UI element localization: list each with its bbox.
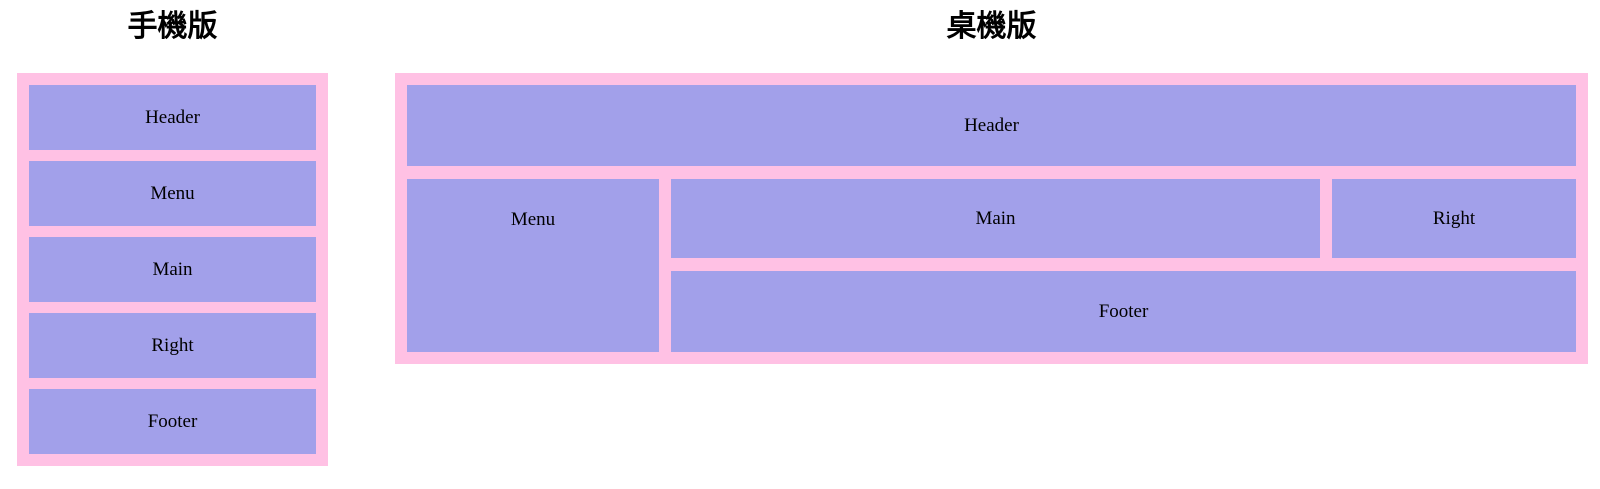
- desktop-version-panel: 桌機版 Header Menu Main Right Footer: [395, 8, 1588, 364]
- desktop-layout-container: Header Menu Main Right Footer: [395, 73, 1588, 364]
- mobile-version-panel: 手機版 Header Menu Main Right Footer: [17, 8, 328, 466]
- desktop-menu-box: Menu: [407, 179, 659, 352]
- desktop-version-title: 桌機版: [946, 9, 1037, 44]
- mobile-right-box: Right: [29, 313, 316, 378]
- mobile-version-title: 手機版: [127, 9, 218, 44]
- desktop-right-box: Right: [1332, 179, 1576, 258]
- mobile-header-box: Header: [29, 85, 316, 150]
- mobile-menu-box: Menu: [29, 161, 316, 226]
- desktop-main-box: Main: [671, 179, 1320, 258]
- mobile-layout-container: Header Menu Main Right Footer: [17, 73, 328, 466]
- mobile-footer-box: Footer: [29, 389, 316, 454]
- desktop-header-box: Header: [407, 85, 1576, 166]
- layout-comparison: 手機版 Header Menu Main Right Footer 桌機版 He…: [17, 8, 1588, 466]
- mobile-main-box: Main: [29, 237, 316, 302]
- desktop-footer-box: Footer: [671, 271, 1576, 352]
